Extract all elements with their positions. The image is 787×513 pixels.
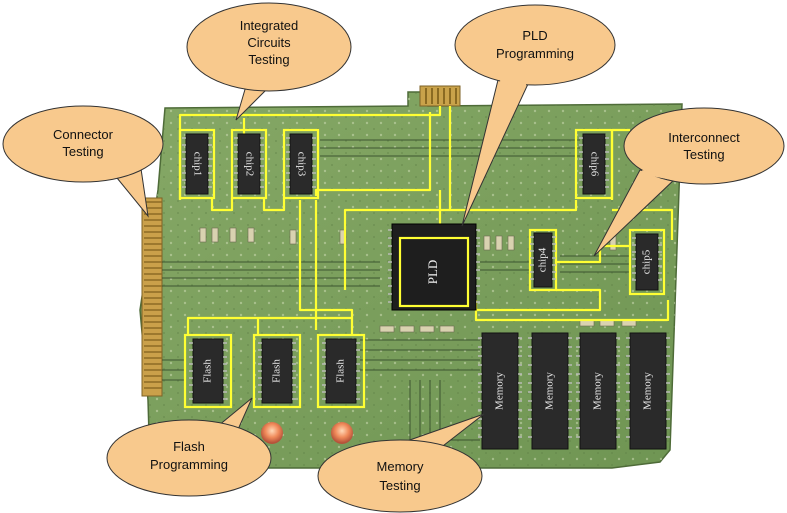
callout-interconnect-line1: Interconnect (668, 130, 740, 145)
chip-pld[interactable]: PLD (391, 223, 477, 311)
memory-1-label: Memory (494, 372, 506, 410)
callout-connector-testing: Connector Testing (2, 105, 164, 218)
memory-4-label: Memory (642, 372, 654, 410)
chip-memory-4[interactable]: Memory (629, 332, 667, 450)
led-left (261, 422, 283, 444)
chips-layer: chip1 chip2 chip3 chip6 chip4 (178, 128, 670, 450)
callout-memory-testing: Memory Testing (317, 413, 485, 513)
callout-connector-line2: Testing (62, 144, 103, 159)
callout-pld-programming: PLD Programming (454, 4, 616, 227)
edge-connector (141, 197, 163, 397)
callout-pld-line1: PLD (522, 28, 547, 43)
flash-3-label: Flash (335, 359, 347, 383)
callout-integrated-line1: Integrated (240, 18, 299, 33)
chip3-label: chip3 (295, 152, 307, 177)
chip-memory-2[interactable]: Memory (531, 332, 569, 450)
chip1-label: chip1 (191, 152, 203, 176)
callout-integrated-circuits: Integrated Circuits Testing (186, 2, 352, 121)
chip-memory-3[interactable]: Memory (579, 332, 617, 450)
flash-2-label: Flash (271, 359, 283, 383)
chip-memory-1[interactable]: Memory (481, 332, 519, 450)
chip6-label: chip6 (588, 152, 600, 177)
flash-1-label: Flash (202, 359, 214, 383)
chip5-label: chip5 (641, 249, 653, 274)
passive-components (199, 227, 637, 333)
chip-chip6[interactable]: chip6 (574, 128, 614, 200)
callout-integrated-line2: Circuits (247, 35, 291, 50)
callout-interconnect-testing: Interconnect Testing (593, 107, 785, 257)
callout-memory-line2: Testing (379, 478, 420, 493)
chip-flash-3[interactable]: Flash (316, 333, 366, 409)
chip-chip3[interactable]: chip3 (282, 128, 320, 200)
chip2-label: chip2 (243, 152, 255, 176)
chip-flash-2[interactable]: Flash (252, 333, 302, 409)
callout-memory-line1: Memory (377, 459, 424, 474)
chip-chip4[interactable]: chip4 (528, 228, 558, 292)
chip-chip1[interactable]: chip1 (178, 128, 216, 200)
callout-flash-line1: Flash (173, 439, 205, 454)
chip-chip5[interactable]: chip5 (628, 228, 666, 296)
chip4-label: chip4 (537, 247, 549, 272)
callout-integrated-line3: Testing (248, 52, 289, 67)
callout-pld-line2: Programming (496, 46, 574, 61)
chip-chip2[interactable]: chip2 (230, 128, 268, 200)
led-right (331, 422, 353, 444)
callout-flash-programming: Flash Programming (106, 397, 272, 497)
pld-label: PLD (425, 260, 440, 285)
memory-2-label: Memory (544, 372, 556, 410)
callout-interconnect-line2: Testing (683, 147, 724, 162)
callout-connector-line1: Connector (53, 127, 114, 142)
memory-3-label: Memory (592, 372, 604, 410)
callout-flash-line2: Programming (150, 457, 228, 472)
